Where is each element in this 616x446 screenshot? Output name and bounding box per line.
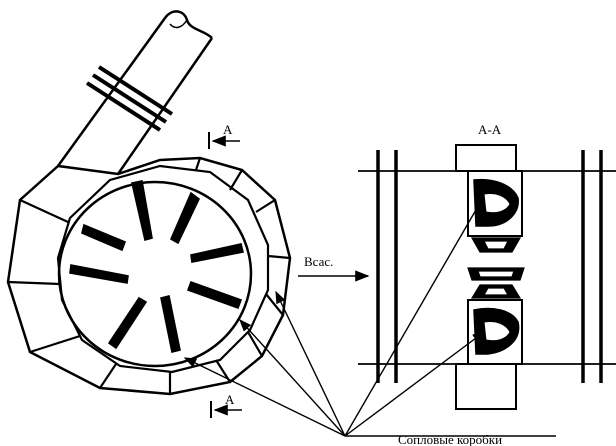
leader-lines (183, 194, 556, 437)
section-marker-bottom: A (210, 392, 242, 418)
section-bottom-box (455, 363, 517, 410)
section-top-box (455, 144, 517, 172)
inlet-arrow: Всас. (298, 254, 370, 282)
volute-segments (7, 157, 291, 394)
nozzle-boxes-label: Сопловые коробки (398, 432, 502, 446)
pipe-flange (85, 65, 174, 132)
rotor-blades (69, 180, 244, 353)
blade (169, 191, 201, 245)
blade-row-lower (470, 284, 522, 299)
blade (107, 296, 148, 350)
blade-row-mid (467, 267, 525, 281)
nozzle-box-lower (467, 299, 523, 365)
blade (190, 243, 244, 263)
section-letter-top: A (223, 122, 233, 137)
nozzle-box-upper (467, 170, 523, 237)
blade (81, 223, 127, 252)
section-view (358, 144, 616, 410)
blade (186, 280, 243, 310)
blade (160, 295, 181, 353)
inlet-pipe (56, 10, 214, 175)
blade-row-upper (470, 237, 522, 253)
section-title: A-A (478, 122, 502, 137)
blade (69, 264, 129, 284)
section-walls (376, 150, 603, 383)
section-letter-bottom: A (225, 392, 235, 407)
rotor-disc (57, 180, 253, 368)
blade (131, 180, 153, 242)
section-marker-top: A (208, 122, 240, 149)
volute-outline (6, 156, 292, 396)
turbine-front-view (6, 10, 292, 396)
inlet-label: Всас. (304, 254, 333, 269)
